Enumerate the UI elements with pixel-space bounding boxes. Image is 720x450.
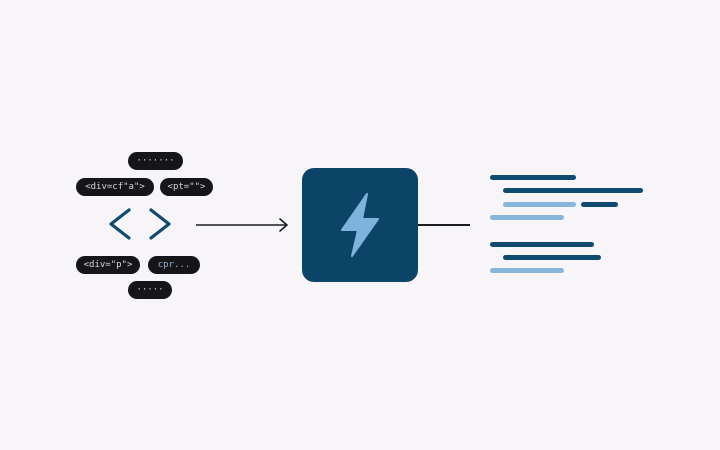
output-line xyxy=(503,255,601,260)
output-line xyxy=(490,175,576,180)
output-line xyxy=(490,215,564,220)
output-line xyxy=(503,202,576,207)
code-token-dots-bottom: ····· xyxy=(128,281,172,299)
code-token-div-cf: <div=cf"a"> xyxy=(76,178,154,196)
processor-box xyxy=(302,168,418,282)
arrow-right-icon xyxy=(196,218,288,232)
code-token-cpr: cpr... xyxy=(148,256,200,274)
code-token-dots-top: ······· xyxy=(128,152,183,170)
lightning-bolt-icon xyxy=(341,193,379,257)
output-connector-line xyxy=(418,224,470,226)
output-line xyxy=(490,268,564,273)
angle-brackets-icon xyxy=(109,208,171,240)
output-line xyxy=(490,242,594,247)
output-line xyxy=(503,188,643,193)
code-token-pt: <pt=""> xyxy=(160,178,213,196)
code-token-div-p: <div="p"> xyxy=(76,256,140,274)
output-line xyxy=(581,202,618,207)
